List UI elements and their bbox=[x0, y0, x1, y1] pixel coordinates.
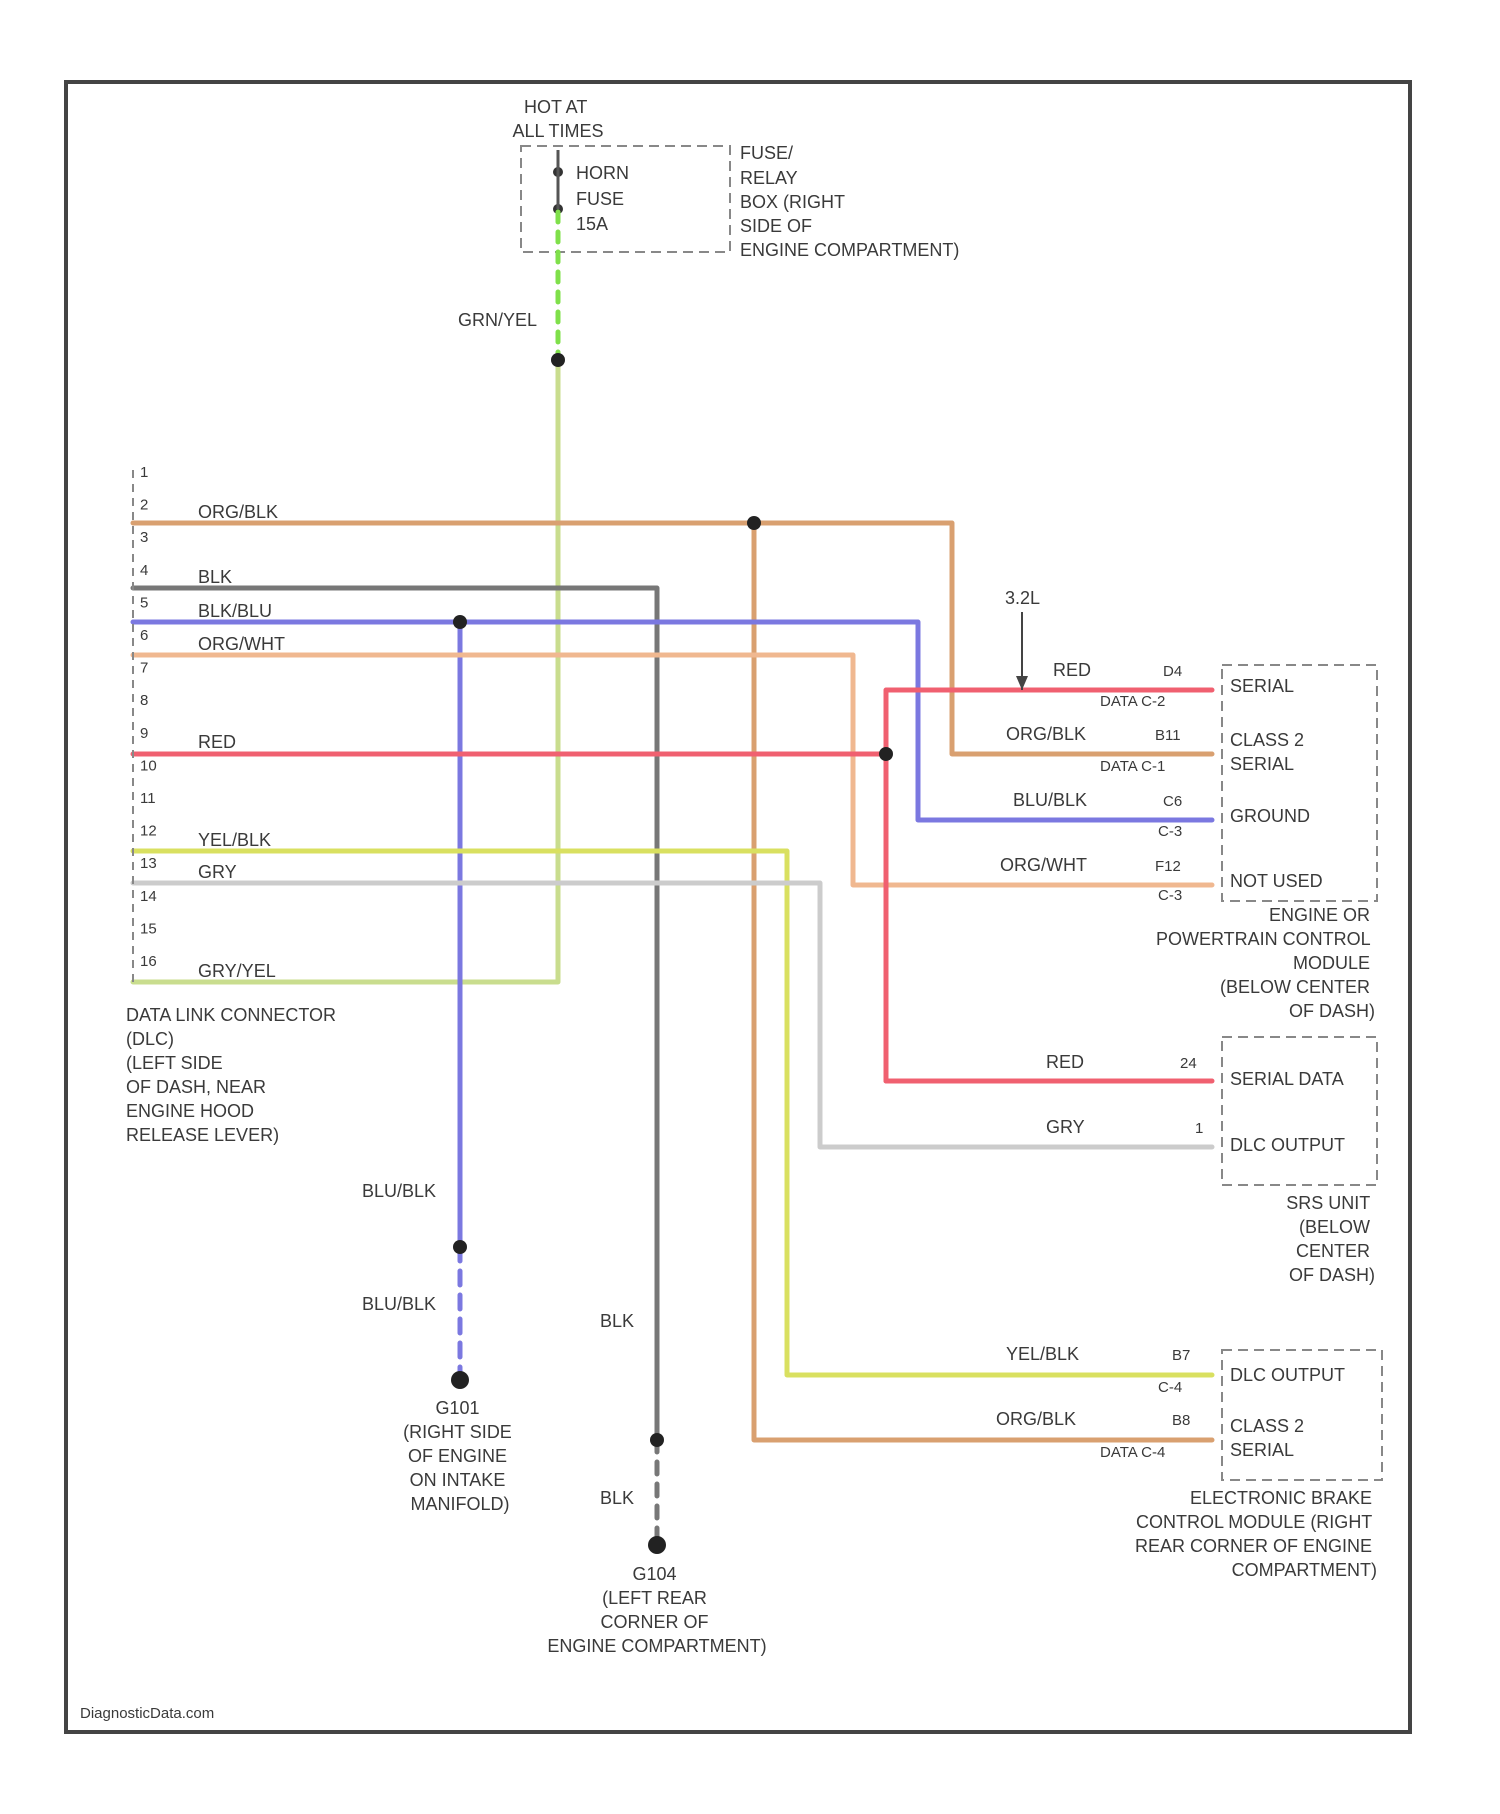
wire-label-pin2: ORG/BLK bbox=[198, 502, 278, 522]
ground-wire-label-blu-blk-2: BLU/BLK bbox=[362, 1294, 436, 1314]
dlc-pin-7: 7 bbox=[140, 660, 148, 677]
pcm-caption: ENGINE OR POWERTRAIN CONTROL MODULE (BEL… bbox=[1156, 905, 1375, 1021]
fuse-box: HOT AT ALL TIMES HORN FUSE 15A FUSE/ REL… bbox=[512, 97, 959, 260]
wire-label-grn-yel-top: GRN/YEL bbox=[458, 310, 537, 330]
pcm-pin-c6: C6 bbox=[1163, 793, 1182, 810]
wire-org-blk-ebcm bbox=[754, 523, 1212, 1440]
ebcm-module: YEL/BLK ORG/BLK B7 B8 C-4 DATA C-4 DLC O… bbox=[996, 1344, 1382, 1580]
ground-g101-symbol bbox=[451, 1371, 469, 1389]
ground-wire-label-blk-2: BLK bbox=[600, 1488, 634, 1508]
dlc-pin-15: 15 bbox=[140, 920, 157, 937]
splice-blu-blk-lower bbox=[453, 1240, 467, 1254]
wire-yel-blk bbox=[133, 851, 1212, 1375]
splice-grn-yel bbox=[551, 353, 565, 367]
dlc-pin-1: 1 bbox=[140, 464, 148, 481]
dlc-pin-5: 5 bbox=[140, 594, 148, 611]
ebcm-function-serial: SERIAL bbox=[1230, 1440, 1294, 1460]
wire-label-pin9: RED bbox=[198, 732, 236, 752]
pcm-function-not-used: NOT USED bbox=[1230, 871, 1323, 891]
dlc-pin-6: 6 bbox=[140, 627, 148, 644]
ebcm-pin-b8: B8 bbox=[1172, 1412, 1190, 1429]
srs-function-serial-data: SERIAL DATA bbox=[1230, 1069, 1344, 1089]
splice-org-blk bbox=[747, 516, 761, 530]
ebcm-cavity-1: C-4 bbox=[1158, 1379, 1182, 1396]
srs-outline bbox=[1222, 1037, 1377, 1185]
ebcm-cavity-2: DATA C-4 bbox=[1100, 1444, 1165, 1461]
ebcm-wire-label-yel-blk: YEL/BLK bbox=[1006, 1344, 1079, 1364]
diagram-frame bbox=[66, 82, 1410, 1732]
pcm-wire-label-red: RED bbox=[1053, 660, 1091, 680]
pcm-module: RED ORG/BLK BLU/BLK ORG/WHT D4 B11 C6 F1… bbox=[1000, 660, 1377, 1021]
pcm-outline bbox=[1222, 665, 1377, 901]
srs-caption: SRS UNIT (BELOW CENTER OF DASH) bbox=[1286, 1193, 1375, 1285]
ebcm-pin-b7: B7 bbox=[1172, 1347, 1190, 1364]
dlc-pin-16: 16 bbox=[140, 953, 157, 970]
ebcm-caption: ELECTRONIC BRAKE CONTROL MODULE (RIGHT R… bbox=[1135, 1488, 1377, 1580]
srs-unit: RED GRY 24 1 SERIAL DATA DLC OUTPUT SRS … bbox=[1046, 1037, 1377, 1285]
pcm-pin-b11: B11 bbox=[1155, 727, 1181, 744]
pcm-function-serial-2: SERIAL bbox=[1230, 754, 1294, 774]
splice-blk-lower bbox=[650, 1433, 664, 1447]
wire-grn-yel bbox=[133, 360, 558, 982]
pcm-cavity-2: DATA C-1 bbox=[1100, 758, 1165, 775]
wire-label-pin5: BLK/BLU bbox=[198, 601, 272, 621]
dlc-pin-8: 8 bbox=[140, 692, 148, 709]
ground-g104-caption: G104 (LEFT REAR CORNER OF ENGINE COMPART… bbox=[547, 1564, 766, 1656]
footer-watermark: DiagnosticData.com bbox=[80, 1705, 214, 1722]
srs-pin-1: 1 bbox=[1195, 1120, 1203, 1137]
ground-wire-label-blk-1: BLK bbox=[600, 1311, 634, 1331]
dlc-pin-10: 10 bbox=[140, 757, 157, 774]
dlc-pin-14: 14 bbox=[140, 888, 157, 905]
pcm-cavity-1: DATA C-2 bbox=[1100, 693, 1165, 710]
splice-blu-blk bbox=[453, 615, 467, 629]
dlc-pin-11: 11 bbox=[140, 790, 156, 807]
wire-org-blk bbox=[133, 523, 1212, 754]
pcm-wire-label-org-blk: ORG/BLK bbox=[1006, 724, 1086, 744]
dlc-pin-13: 13 bbox=[140, 855, 157, 872]
dlc-pin-12: 12 bbox=[140, 823, 157, 840]
splice-red bbox=[879, 747, 893, 761]
pcm-pin-f12: F12 bbox=[1155, 858, 1181, 875]
fuse-box-location-label: FUSE/ RELAY BOX (RIGHT SIDE OF ENGINE CO… bbox=[740, 143, 959, 260]
wire-label-pin6: ORG/WHT bbox=[198, 634, 285, 654]
dlc-pin-3: 3 bbox=[140, 529, 148, 546]
wire-label-pin13: GRY bbox=[198, 862, 237, 882]
srs-wire-label-red: RED bbox=[1046, 1052, 1084, 1072]
srs-function-dlc-output: DLC OUTPUT bbox=[1230, 1135, 1345, 1155]
horn-fuse-label: HORN FUSE 15A bbox=[576, 163, 634, 234]
dlc-pin-9: 9 bbox=[140, 725, 148, 742]
wire-label-pin16: GRY/YEL bbox=[198, 961, 276, 981]
pcm-function-class2: CLASS 2 bbox=[1230, 730, 1304, 750]
ebcm-function-class2: CLASS 2 bbox=[1230, 1416, 1304, 1436]
srs-wire-label-gry: GRY bbox=[1046, 1117, 1085, 1137]
pcm-pin-d4: D4 bbox=[1163, 663, 1182, 680]
ebcm-function-dlc-output: DLC OUTPUT bbox=[1230, 1365, 1345, 1385]
dlc-caption: DATA LINK CONNECTOR (DLC) (LEFT SIDE OF … bbox=[126, 1005, 341, 1145]
ground-wire-label-blu-blk-1: BLU/BLK bbox=[362, 1181, 436, 1201]
wire-label-pin4: BLK bbox=[198, 567, 232, 587]
srs-pin-24: 24 bbox=[1180, 1055, 1197, 1072]
dlc-pin-2: 2 bbox=[140, 497, 148, 514]
pcm-cavity-4: C-3 bbox=[1158, 887, 1182, 904]
ebcm-wire-label-org-blk: ORG/BLK bbox=[996, 1409, 1076, 1429]
ground-g101-caption: G101 (RIGHT SIDE OF ENGINE ON INTAKE MAN… bbox=[403, 1398, 517, 1514]
pcm-cavity-3: C-3 bbox=[1158, 823, 1182, 840]
engine-note-label: 3.2L bbox=[1005, 588, 1040, 608]
ground-g104-symbol bbox=[648, 1536, 666, 1554]
dlc-pin-4: 4 bbox=[140, 562, 148, 579]
pcm-function-ground: GROUND bbox=[1230, 806, 1310, 826]
pcm-function-serial: SERIAL bbox=[1230, 676, 1294, 696]
pcm-wire-label-org-wht: ORG/WHT bbox=[1000, 855, 1087, 875]
wire-label-pin12: YEL/BLK bbox=[198, 830, 271, 850]
pcm-wire-label-blu-blk: BLU/BLK bbox=[1013, 790, 1087, 810]
hot-at-all-times-label: HOT AT ALL TIMES bbox=[512, 97, 603, 141]
